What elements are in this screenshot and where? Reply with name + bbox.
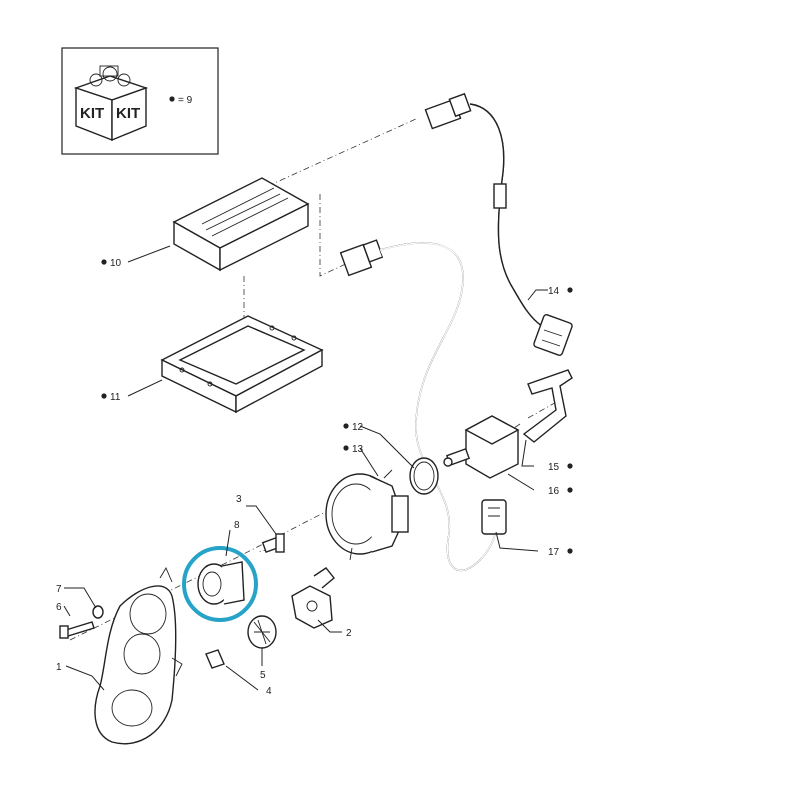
callout-1: 1 <box>56 662 62 673</box>
callout-11: 11 <box>110 392 121 403</box>
washer-7 <box>92 605 104 619</box>
kit-box-icon: KIT KIT <box>73 65 149 142</box>
callout-7: 7 <box>56 584 62 595</box>
socket-8 <box>197 561 245 605</box>
callout-15: 15 <box>548 462 560 473</box>
callout-17: 17 <box>548 547 560 558</box>
bracket-frame-11 <box>160 315 324 414</box>
wiring-harness-14 <box>424 92 573 356</box>
callout-8: 8 <box>234 520 240 531</box>
ballast-module-10 <box>172 177 310 272</box>
callout-12: 12 <box>352 422 364 433</box>
callout-4: 4 <box>266 686 272 697</box>
callout-14: 14 <box>548 286 560 297</box>
callout-dots <box>101 259 573 554</box>
kit-text-right: KIT <box>116 105 140 122</box>
mounting-bracket-15 <box>522 369 573 443</box>
callout-6: 6 <box>56 602 62 613</box>
kit-qty-label: = 9 <box>178 95 193 106</box>
callout-2: 2 <box>346 628 352 639</box>
fog-lamp-13 <box>325 469 409 561</box>
bolt-6 <box>59 621 95 639</box>
screw-3 <box>261 533 285 553</box>
headlamp-housing-1 <box>94 567 183 745</box>
bulb-ballast-unit-16 <box>443 415 520 479</box>
o-ring-12 <box>409 457 439 495</box>
wiring-harness-17 <box>339 239 507 572</box>
highlight-circle <box>182 546 258 622</box>
bulb-4 <box>205 649 225 669</box>
bulb-holder-5 <box>247 615 277 649</box>
callout-10: 10 <box>110 258 122 269</box>
callout-16: 16 <box>548 486 560 497</box>
kit-legend: KIT KIT = 9 <box>61 47 219 155</box>
callout-13: 13 <box>352 444 364 455</box>
leader-lines <box>63 245 548 691</box>
clip-bracket-2 <box>291 567 335 629</box>
kit-text-left: KIT <box>80 105 104 122</box>
callout-3: 3 <box>236 494 242 505</box>
callout-5: 5 <box>260 670 266 681</box>
assembly-axes <box>69 117 561 641</box>
